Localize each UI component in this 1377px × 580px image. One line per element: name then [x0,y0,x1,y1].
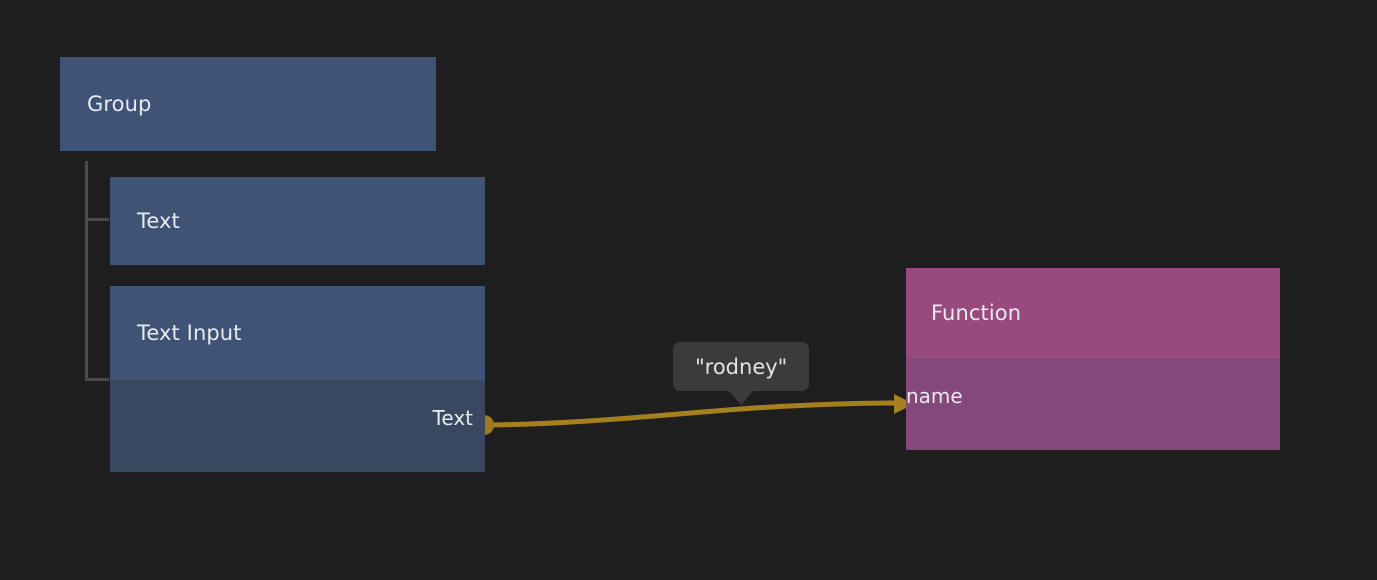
node-function-body: name [906,358,1280,450]
node-text-title: Text [137,209,180,233]
hierarchy-trunk-line [85,161,88,381]
hierarchy-branch-line-text [85,218,109,221]
hierarchy-branch-line-text-input [85,378,109,381]
node-text-input[interactable]: Text Input Text [110,286,485,472]
input-port-name[interactable]: name [906,383,963,409]
node-text-input-body: Text [110,380,485,472]
node-group-title: Group [87,92,152,116]
node-group[interactable]: Group [60,57,436,151]
output-port-text[interactable]: Text [433,405,485,431]
output-port-label: Text [432,406,473,430]
node-function[interactable]: Function name [906,268,1280,450]
node-function-header[interactable]: Function [906,268,1280,358]
node-text[interactable]: Text [110,177,485,265]
connection-wire[interactable] [481,400,899,428]
input-port-label: name [906,384,963,408]
node-text-header[interactable]: Text [110,177,485,265]
node-group-header[interactable]: Group [60,57,436,151]
node-text-input-title: Text Input [137,321,242,345]
wire-value-tooltip: "rodney" [673,342,810,391]
node-function-title: Function [931,301,1022,325]
node-text-input-header[interactable]: Text Input [110,286,485,380]
